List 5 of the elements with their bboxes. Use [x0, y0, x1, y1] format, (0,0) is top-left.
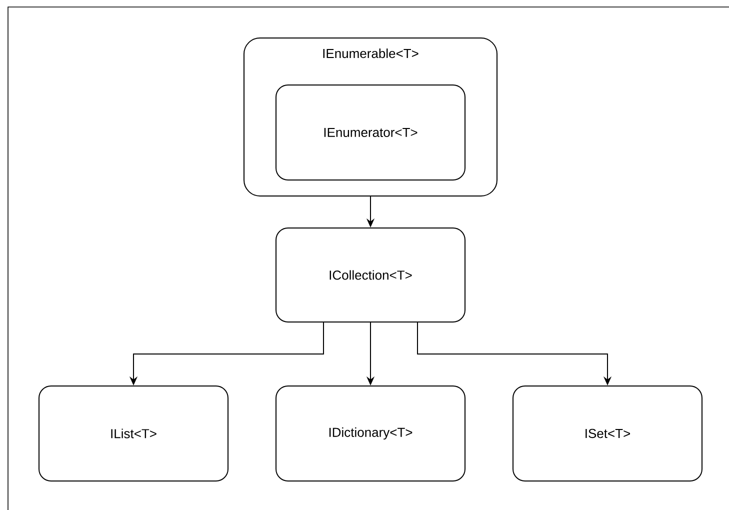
interface-box: IEnumerator<T> [276, 84, 466, 180]
interface-box: IList<T> [38, 385, 228, 482]
interface-box: IDictionary<T> [276, 385, 466, 482]
interface-box: ICollection<T> [276, 227, 466, 322]
interface-box: ISet<T> [512, 385, 702, 482]
